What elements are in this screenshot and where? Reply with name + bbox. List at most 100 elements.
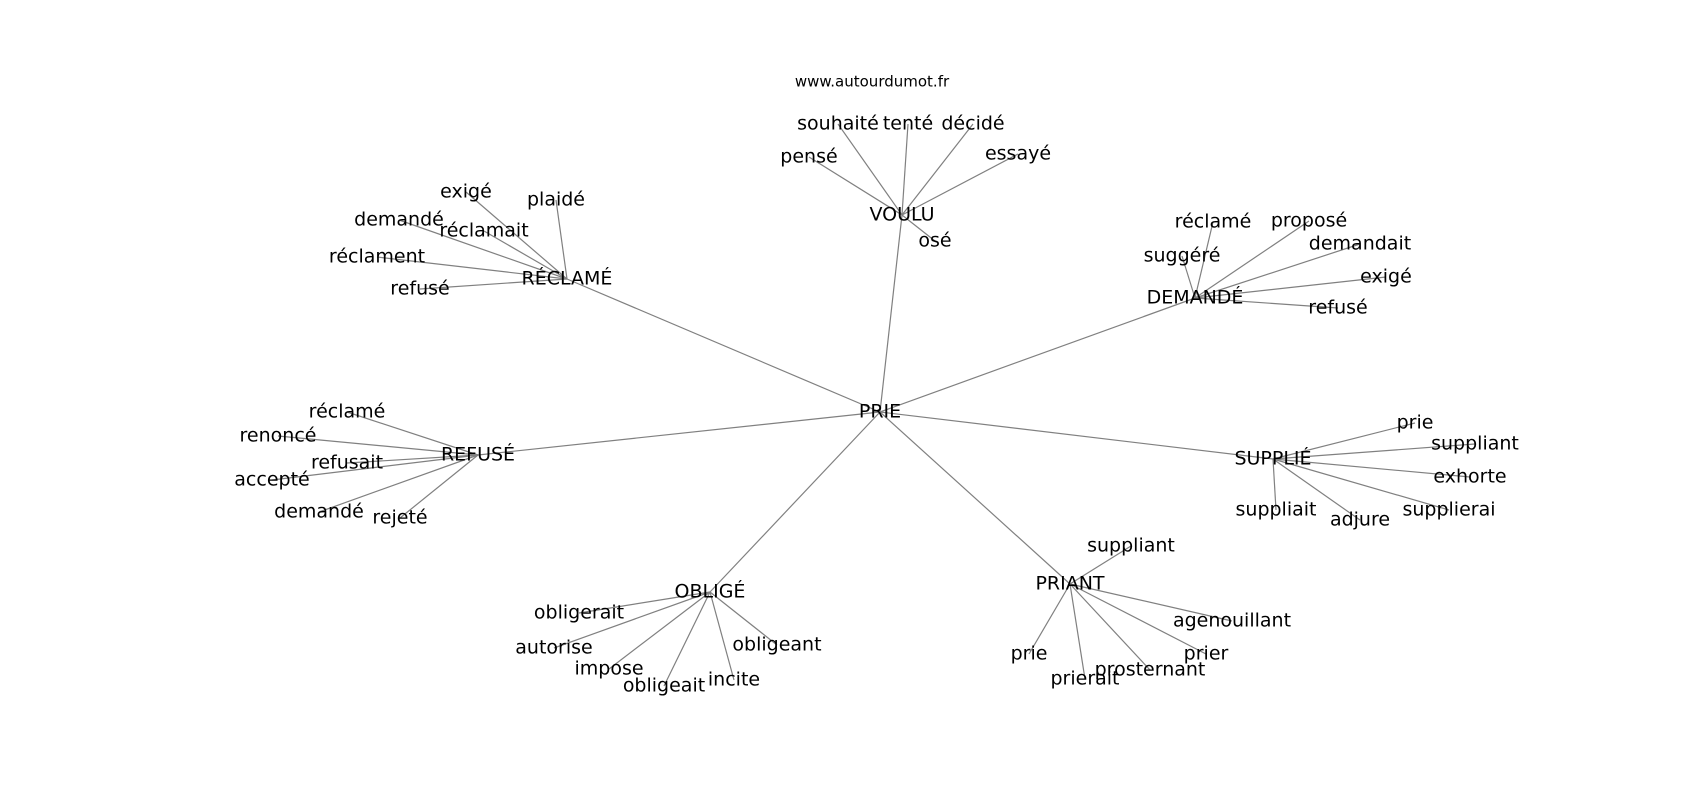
edge-demande-suggere — [1181, 255, 1196, 299]
related-word-voulu-decide: décidé — [941, 113, 1004, 135]
edge-oblige-obligeait — [663, 591, 711, 687]
edge-supplie-prie — [1272, 422, 1416, 460]
related-word-voulu-souhaite: souhaité — [797, 113, 879, 135]
edge-supplie-exhorte — [1272, 458, 1471, 478]
edge-supplie-suppliait — [1272, 458, 1277, 511]
related-word-oblige-incite: incite — [708, 669, 760, 691]
related-word-voulu-pense: pensé — [780, 146, 837, 168]
edge-center-demande — [879, 297, 1196, 413]
related-word-refuse-demande: demandé — [274, 501, 364, 523]
edge-demande-exige — [1194, 276, 1387, 299]
hub-word-priant: PRIANT — [1035, 573, 1104, 595]
edge-refuse-reclame — [346, 411, 479, 456]
related-word-supplie-adjure: adjure — [1330, 509, 1390, 531]
related-word-supplie-supplierai: supplierai — [1402, 499, 1495, 521]
edge-refuse-demande — [318, 454, 479, 513]
edge-oblige-impose — [608, 591, 711, 670]
related-word-refuse-rejete: rejeté — [372, 507, 427, 529]
related-word-supplie-prie: prie — [1397, 412, 1434, 434]
related-word-refuse-accepte: accepté — [234, 469, 309, 491]
edge-reclame-plaide — [555, 199, 568, 280]
edge-voulu-pense — [808, 156, 903, 216]
related-word-voulu-tente: tenté — [883, 113, 933, 135]
edge-refuse-refusait — [346, 454, 479, 464]
edge-voulu-tente — [901, 123, 909, 216]
edge-priant-prier — [1069, 583, 1207, 655]
related-word-refuse-refusait: refusait — [311, 452, 383, 474]
edge-center-voulu — [879, 214, 903, 413]
related-word-priant-prierait: prierait — [1050, 668, 1119, 690]
edge-priant-prierait — [1069, 583, 1086, 680]
edge-priant-suppliant — [1069, 545, 1132, 585]
related-word-oblige-autorise: autorise — [515, 637, 592, 659]
related-word-priant-prie: prie — [1011, 643, 1048, 665]
source-url: www.autourdumot.fr — [795, 73, 950, 91]
edge-voulu-essaye — [901, 153, 1019, 216]
related-word-priant-suppliant: suppliant — [1087, 535, 1175, 557]
related-word-demande-reclame: réclamé — [1175, 211, 1252, 233]
hub-word-demande: DEMANDÉ — [1147, 286, 1244, 309]
related-word-refuse-reclame: réclamé — [309, 401, 386, 423]
related-word-reclame-plaide: plaidé — [527, 189, 585, 211]
hub-word-voulu: VOULU — [869, 204, 934, 226]
edge-voulu-ose — [901, 214, 936, 242]
edge-oblige-obligeant — [709, 591, 778, 646]
edge-reclame-reclament — [376, 256, 568, 280]
edge-demande-demandait — [1194, 243, 1361, 299]
related-word-reclame-demande: demandé — [354, 209, 444, 231]
edge-center-refuse — [477, 411, 881, 456]
edge-supplie-supplierai — [1272, 458, 1450, 511]
hub-word-supplie: SUPPLIÉ — [1234, 447, 1311, 470]
edge-priant-prie — [1028, 583, 1071, 655]
center-word: PRIE — [859, 401, 901, 423]
related-word-refuse-renonce: renoncé — [240, 425, 317, 447]
related-word-demande-exige: exigé — [1360, 266, 1412, 288]
related-word-oblige-obligeait: obligeait — [623, 675, 705, 697]
hub-word-reclame: RÉCLAMÉ — [522, 267, 613, 290]
hub-word-refuse: REFUSÉ — [441, 443, 515, 466]
edge-voulu-decide — [901, 123, 974, 216]
edge-priant-agenouillant — [1069, 583, 1233, 622]
edge-oblige-autorise — [553, 591, 711, 649]
edge-refuse-accepte — [271, 454, 479, 481]
related-word-reclame-reclamait: réclamait — [439, 220, 528, 242]
edge-center-reclame — [566, 278, 881, 413]
related-word-reclame-reclament: réclament — [329, 246, 425, 268]
edge-oblige-incite — [709, 591, 735, 681]
related-word-voulu-ose: osé — [918, 230, 951, 252]
edge-oblige-obligerait — [578, 591, 711, 614]
related-word-demande-demandait: demandait — [1309, 233, 1411, 255]
edge-demande-refuse — [1194, 297, 1339, 309]
related-word-priant-agenouillant: agenouillant — [1173, 610, 1291, 632]
related-word-voulu-essaye: essayé — [985, 143, 1051, 165]
related-word-reclame-refuse: refusé — [390, 278, 449, 300]
related-word-demande-suggere: suggéré — [1144, 245, 1221, 267]
edge-demande-reclame — [1194, 221, 1214, 299]
hub-word-oblige: OBLIGÉ — [675, 580, 746, 603]
related-word-reclame-exige: exigé — [440, 181, 492, 203]
related-word-supplie-suppliait: suppliait — [1236, 499, 1317, 521]
edge-demande-propose — [1194, 220, 1310, 299]
related-word-supplie-suppliant: suppliant — [1431, 433, 1519, 455]
edge-center-priant — [879, 411, 1071, 585]
related-word-demande-propose: proposé — [1271, 210, 1347, 232]
related-word-priant-prosternant: prosternant — [1095, 659, 1206, 681]
edge-reclame-demande — [398, 219, 568, 280]
edge-supplie-suppliant — [1272, 443, 1476, 460]
edge-voulu-souhaite — [837, 123, 903, 216]
related-word-priant-prier: prier — [1184, 643, 1229, 665]
edge-center-supplie — [879, 411, 1274, 460]
edge-reclame-refuse — [419, 278, 568, 290]
graph-edges — [271, 123, 1476, 687]
related-word-oblige-obligerait: obligerait — [534, 602, 624, 624]
edge-refuse-rejete — [399, 454, 479, 519]
related-word-oblige-obligeant: obligeant — [732, 634, 821, 656]
related-word-oblige-impose: impose — [574, 658, 643, 680]
edge-priant-prosternant — [1069, 583, 1151, 671]
edge-supplie-adjure — [1272, 458, 1361, 521]
edge-refuse-renonce — [277, 435, 479, 456]
related-word-supplie-exhorte: exhorte — [1433, 466, 1506, 488]
edge-reclame-exige — [465, 191, 568, 280]
